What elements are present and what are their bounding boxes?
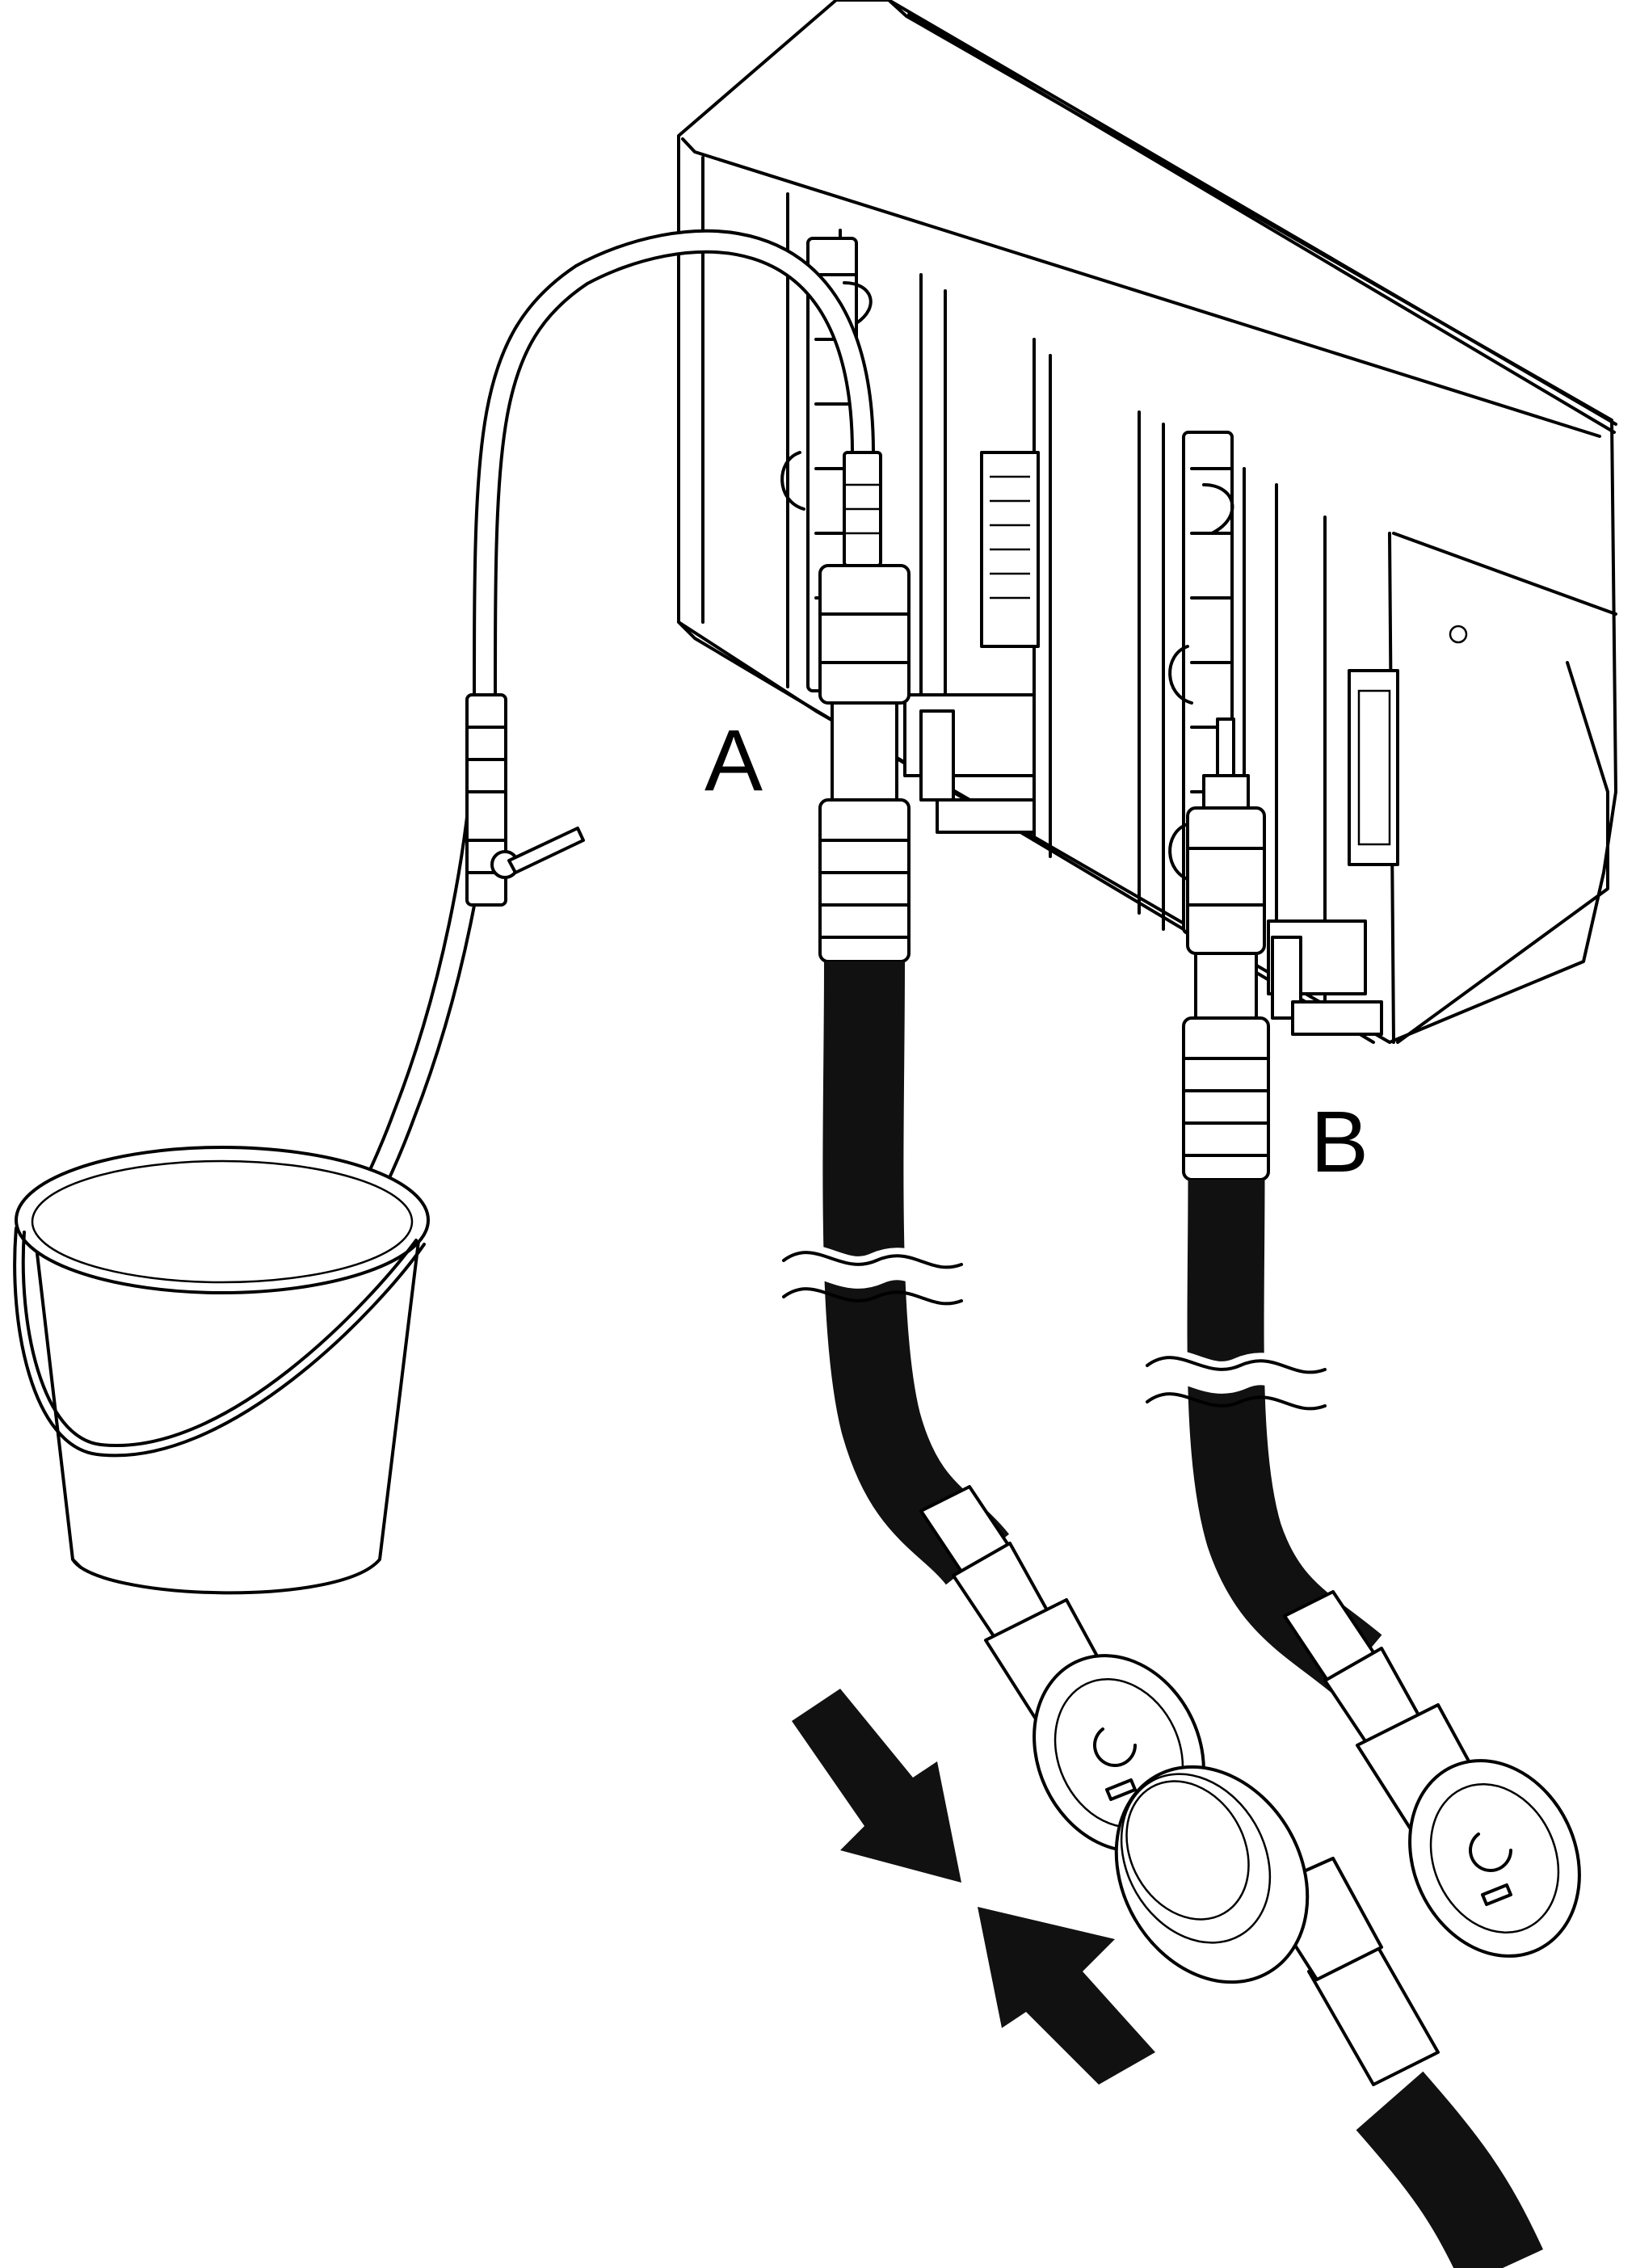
hose-break-symbol-b [1138, 1349, 1331, 1411]
disconnect-arrow [792, 1689, 961, 1883]
hose-break-symbol-a [774, 1244, 968, 1306]
return-hose [1138, 717, 1581, 1958]
callout-b-label: B [1310, 1092, 1369, 1190]
callout-a-label: A [704, 711, 763, 809]
bucket [13, 1146, 430, 1595]
connect-arrow [978, 1907, 1155, 2085]
ball-valve [465, 693, 585, 907]
bleeding-hose [299, 229, 882, 1329]
quick-connect-coupling [1114, 1765, 1543, 2268]
